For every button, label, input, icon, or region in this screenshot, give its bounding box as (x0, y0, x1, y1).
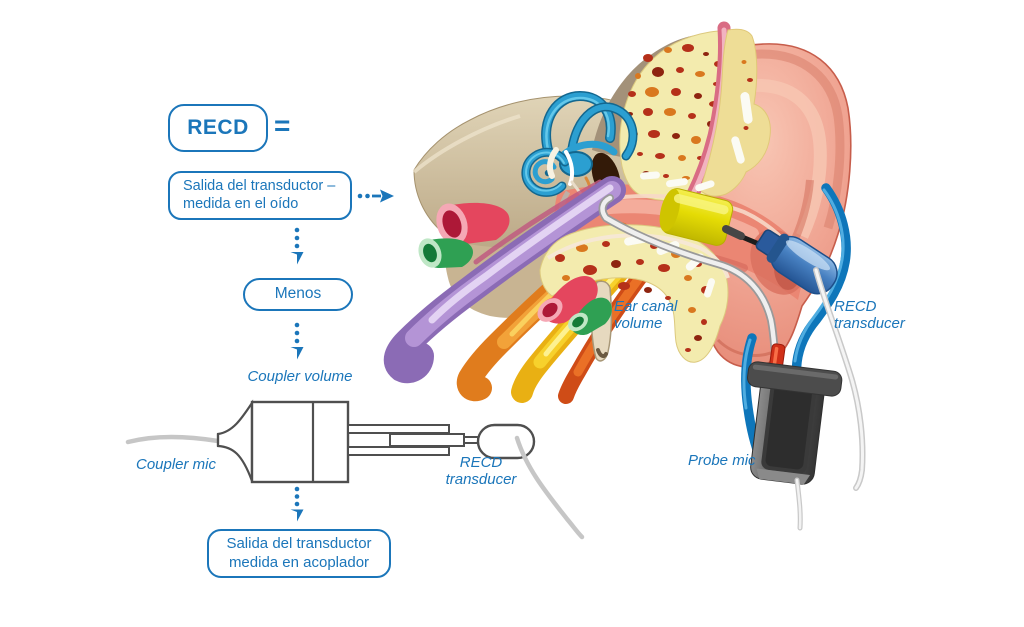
transducer-coupler-line2: medida en acoplador (228, 553, 370, 571)
middle-ear-cavity (591, 152, 621, 200)
transducer-ear-box: Salida del transductor – medida en el oí… (168, 171, 352, 220)
transducer-ear-line1: Salida del transductor – (183, 177, 336, 194)
skin-stripe (685, 21, 732, 203)
styloid-process (590, 280, 613, 362)
transducer-coupler-box: Salida del transductor medida en acoplad… (207, 529, 391, 578)
probe-mic-connector (767, 343, 786, 381)
blue-tubing (741, 183, 851, 465)
foam-eartip (659, 188, 769, 250)
spongy-bone-lower (539, 224, 730, 363)
coupler-mic-label: Coupler mic (135, 456, 217, 473)
spongy-bone-upper (597, 30, 800, 258)
dashed-arrow-down-icon (289, 321, 305, 361)
semicircular-canals (541, 90, 638, 177)
ear-canal-volume-label: Ear canal volume (614, 298, 678, 332)
coupler-transducer-cable (514, 435, 585, 540)
coupler-schematic (125, 392, 585, 542)
skull-shadow-band (592, 34, 708, 161)
dashed-arrow-down-icon (289, 226, 305, 266)
coupler-body (250, 400, 350, 484)
ossicles (546, 147, 602, 209)
dashed-arrow-down-icon (289, 485, 305, 523)
coupler-volume-label: Coupler volume (247, 368, 353, 385)
canal-cartilage (639, 28, 771, 197)
coupler-rod (389, 433, 465, 447)
blood-vessels (418, 202, 612, 336)
probe-mic-label: Probe mic (688, 452, 756, 469)
recd-transducer-label: RECD transducer (834, 298, 905, 332)
coupler-recd-transducer-label: RECD transducer (445, 454, 517, 488)
transducer-coupler-line1: Salida del transductor (226, 535, 372, 553)
probe-mic-clamp (747, 361, 843, 397)
recd-transducer-device (755, 229, 838, 295)
muscle-fibers (383, 176, 656, 404)
ear-canal (554, 184, 806, 300)
temporal-bone (412, 95, 676, 318)
recd-title: RECD (187, 116, 249, 140)
minus-box: Menos (243, 278, 353, 311)
inner-ear (521, 90, 638, 232)
probe-mic-cable (794, 477, 803, 531)
minus-label: Menos (274, 285, 322, 303)
coupler-tube-top (347, 424, 450, 434)
eardrum (558, 190, 571, 232)
dashed-arrow-right-icon (356, 188, 400, 204)
equals-sign: = (274, 110, 291, 141)
coupler-mic-cable (125, 434, 221, 445)
recd-title-box: RECD (168, 104, 268, 152)
transducer-ear-line2: medida en el oído (183, 195, 299, 212)
cochlea (521, 147, 570, 197)
eartip-probe-wire (725, 228, 769, 250)
coupler-tube-bottom (347, 446, 450, 456)
